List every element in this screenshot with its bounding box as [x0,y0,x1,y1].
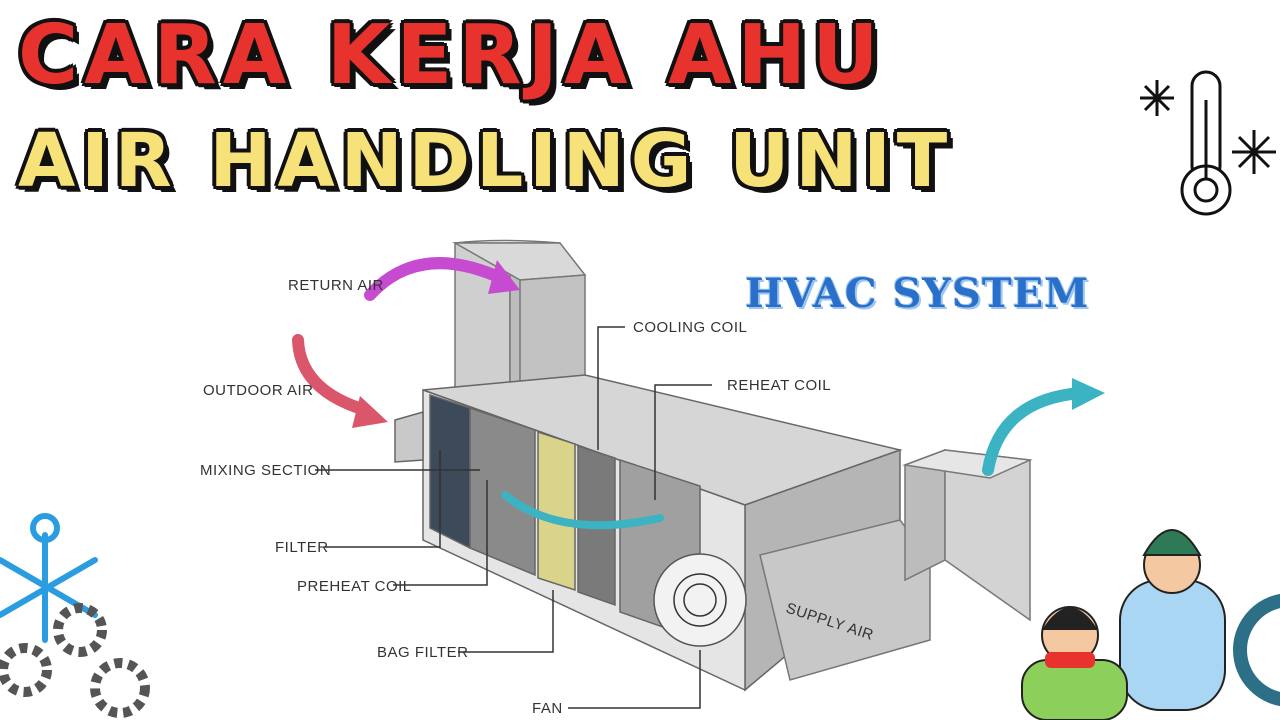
gear-icon [1233,593,1280,707]
snowflake-icon [1232,130,1276,174]
return-air-arrowhead [488,260,520,294]
supply-air-duct [759,448,1033,681]
label-filter: FILTER [275,539,329,556]
label-cooling-coil: COOLING COIL [633,319,747,336]
label-return-air: RETURN AIR [288,277,384,294]
label-fan: FAN [532,700,563,717]
outdoor-air-arrow [292,334,371,416]
gear-icon [0,603,150,718]
label-outdoor-air: OUTDOOR AIR [203,382,314,399]
thermometer-icon [1180,70,1232,216]
label-bag-filter: BAG FILTER [377,644,468,661]
title-line-2: AIR HANDLING UNIT [18,118,954,204]
hvac-system-heading: HVAC SYSTEM [745,270,1090,317]
label-reheat-coil: REHEAT COIL [727,377,831,394]
cold-people-illustration [1021,529,1226,720]
supply-air-arrowhead [1072,378,1105,410]
label-preheat-coil: PREHEAT COIL [297,578,412,595]
label-mixing-section: MIXING SECTION [200,462,331,479]
title-line-1: CARA KERJA AHU [18,8,885,103]
return-air-arrow [364,257,511,301]
snowflake-icon [1140,80,1174,116]
outdoor-air-arrowhead [352,396,388,428]
snowflake-icon [0,513,98,643]
supply-air-arrow [982,387,1086,476]
leader-lines [315,326,712,709]
internal-flow-arrow [501,491,664,530]
